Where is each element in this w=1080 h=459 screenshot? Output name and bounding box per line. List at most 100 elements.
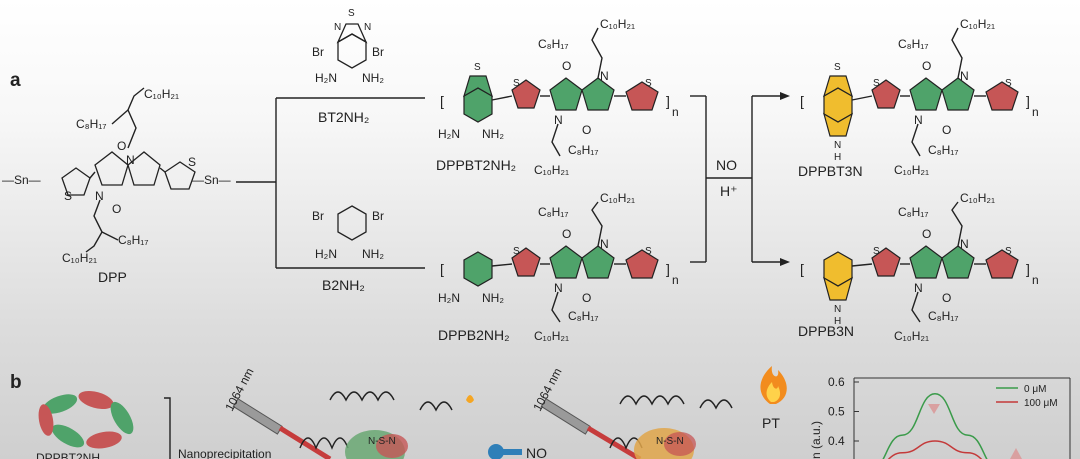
particle-label: DPPBT2NH [36, 451, 100, 459]
condition-h: H⁺ [720, 183, 738, 199]
bottom-chain [911, 123, 921, 157]
subscript-n: n [672, 273, 679, 287]
dpp-name: DPP [98, 269, 127, 285]
dpp-core-left [94, 151, 129, 186]
acceptor-nh2: NH₂ [482, 291, 504, 305]
bracket-right: ] [1026, 261, 1030, 277]
polymer-name: DPPB3N [798, 323, 854, 339]
donor-thiophene-1 [511, 79, 541, 109]
dpp-n-top: N [126, 153, 135, 167]
acceptor-thiadiazole [822, 75, 854, 98]
acceptor-triazole [823, 112, 853, 137]
laser-beam [278, 425, 332, 459]
dpp-link-right [159, 167, 166, 173]
core-o-top: O [922, 227, 931, 241]
nanoparticle-lobe-2 [664, 432, 696, 456]
small-flame-icon [466, 395, 474, 403]
bottom-chain [911, 291, 921, 323]
link-1 [851, 95, 873, 101]
acceptor-h2n: H₂N [438, 291, 460, 305]
thio2-s: S [1005, 78, 1012, 89]
dpp-core-1 [909, 245, 943, 279]
dpp-top-chain [127, 87, 145, 149]
dpp-o-bottom: O [112, 202, 121, 216]
top-chain [951, 201, 963, 247]
key-icon [488, 444, 504, 459]
acceptor-thiadiazole [462, 75, 494, 98]
dpp-thio-s-left: S [64, 189, 72, 203]
polymer-dppb2nh2: [ H₂N NH₂ S N N O O S ] n C₁₀H₂₁ C₈H₁₇ C… [438, 191, 679, 343]
b2nh2-name: B2NH₂ [322, 277, 365, 293]
bt2nh2-h2n: H₂N [315, 71, 337, 85]
key-no-label: NO [526, 445, 547, 459]
np1-label: N-S-N [368, 436, 396, 447]
c10h21-bottom: C₁₀H₂₁ [534, 163, 569, 177]
c10h21-top: C₁₀H₂₁ [600, 17, 635, 31]
y-tick-label-1: 0.5 [828, 405, 845, 419]
core-n-top: N [960, 69, 969, 83]
polymer-dppbt3n: [ S N H S N N O O S ] n C₁₀H₂₁ C₈H₁₇ C₈H… [798, 17, 1039, 179]
core-o-top: O [922, 59, 931, 73]
c8h17-bottom: C₈H₁₇ [568, 309, 598, 323]
legend-label-0: 0 μM [1024, 384, 1046, 395]
thio2-s: S [645, 246, 652, 257]
c8h17-top: C₈H₁₇ [898, 205, 928, 219]
c8h17-bottom: C₈H₁₇ [928, 143, 958, 157]
thio2-s: S [1005, 246, 1012, 257]
donor-thiophene-2 [625, 81, 659, 111]
condition-no: NO [716, 157, 737, 173]
c10h21-top: C₁₀H₂₁ [960, 191, 995, 205]
fiber-body-2 [540, 398, 591, 435]
y-tick-label-0: 0.6 [828, 375, 845, 389]
peg-coil-1c [419, 401, 453, 412]
link-1 [851, 263, 873, 267]
subscript-n: n [1032, 273, 1039, 287]
chart-y-label: n (a.u.) [809, 421, 823, 459]
chain-segment-6 [38, 404, 54, 436]
donor-thiophene-2 [625, 249, 659, 279]
nanoparticle-lobe-1 [376, 434, 408, 458]
increase-arrow-icon [1010, 448, 1022, 459]
c8h17-top: C₈H₁₇ [538, 205, 568, 219]
y-tick-label-2: 0.4 [828, 434, 845, 448]
dpp-thiophene-right [164, 161, 196, 190]
dpp-core-1 [909, 77, 943, 111]
bt2nh2-name: BT2NH₂ [318, 109, 369, 125]
acceptor-h2n: H₂N [438, 127, 460, 141]
chart-series [882, 393, 988, 459]
subscript-n: n [672, 105, 679, 119]
np2-label: N-S-N [656, 436, 684, 447]
dpp-c10h21-top: C₁₀H₂₁ [144, 87, 179, 101]
subscript-n: n [1032, 105, 1039, 119]
chain-segment-2 [78, 390, 114, 410]
dpp-core-2 [941, 245, 975, 279]
flame-inner-icon [766, 382, 781, 402]
bracket-left: [ [440, 93, 444, 109]
dpp-thio-s-right: S [188, 155, 196, 169]
c10h21-top: C₁₀H₂₁ [960, 17, 995, 31]
chart-ticks: 0.6 0.5 0.4 [828, 375, 859, 448]
polymer-name: DPPBT2NH₂ [436, 157, 516, 173]
b2nh2-h2n: H₂N [315, 247, 337, 261]
bt2nh2-n-right: N [364, 22, 371, 33]
thio1-s: S [513, 78, 520, 89]
panel-label-b: b [10, 372, 22, 393]
fiber-body [232, 398, 283, 435]
dpp-core-1 [549, 77, 583, 111]
laser-beam-2 [586, 425, 642, 459]
bt2nh2-nh2: NH₂ [362, 71, 384, 85]
key-shaft [500, 449, 522, 455]
laser-fiber-1: 1064 nm [222, 366, 332, 459]
nanoparticle-2: N-S-N [609, 395, 733, 459]
dpp-branch-bottom [101, 231, 119, 241]
donor-thiophene-2 [985, 81, 1019, 111]
core-o-top: O [562, 59, 571, 73]
process-label: Nanoprecipitation [178, 447, 271, 459]
acceptor-s: S [834, 62, 841, 73]
triazole-n: N [834, 304, 841, 315]
bracket-right: ] [1026, 93, 1030, 109]
c8h17-bottom: C₈H₁₇ [928, 309, 958, 323]
